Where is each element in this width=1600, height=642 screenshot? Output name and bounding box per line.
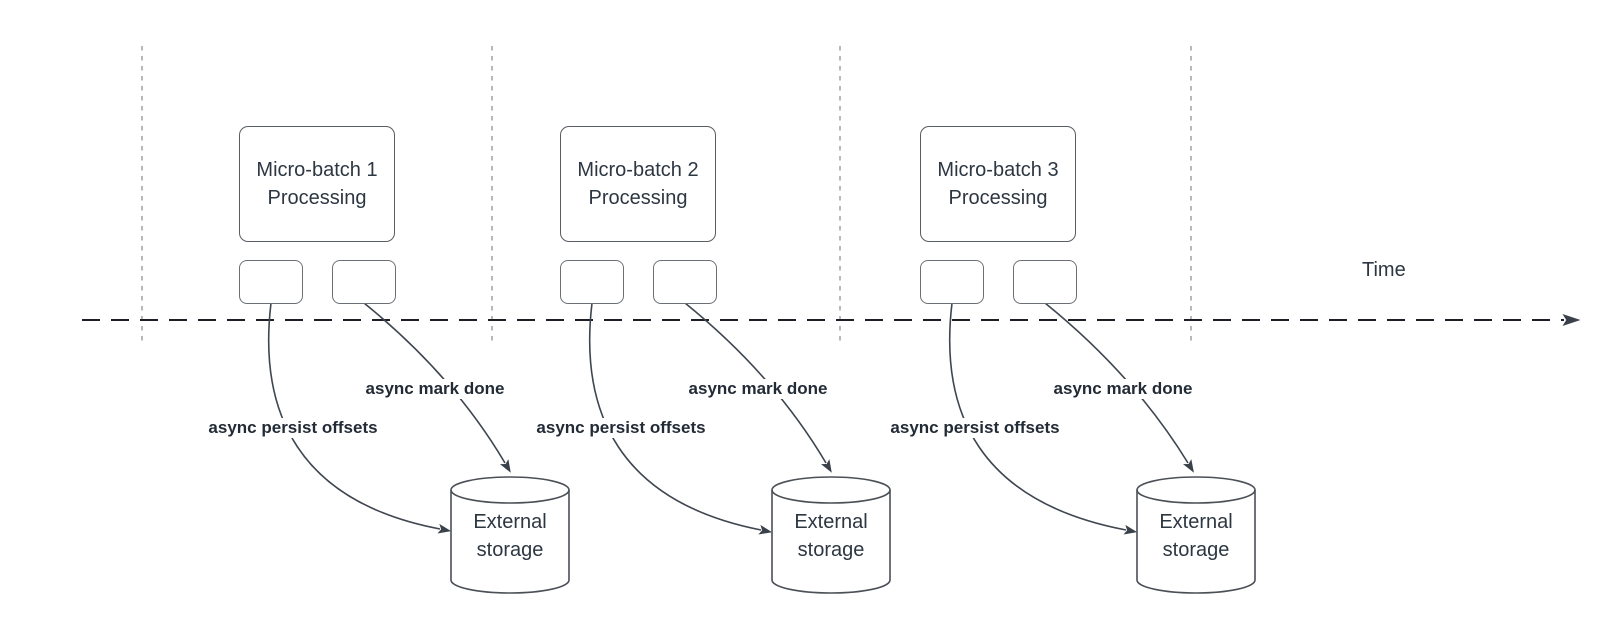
external-storage-label-1: External storage (473, 511, 547, 561)
micro-batch-1-done-box (332, 260, 396, 304)
mark-done-label-3: async mark done (1050, 379, 1196, 399)
micro-batch-2-processing-box: Micro-batch 2 Processing (560, 126, 716, 242)
external-storage-label-3: External storage (1159, 511, 1233, 561)
persist-offsets-arrow-1 (267, 302, 452, 534)
micro-batch-1-offsets-box (239, 260, 303, 304)
micro-batch-3-processing-box: Micro-batch 3 Processing (920, 126, 1076, 242)
persist-offsets-arrow-3 (948, 302, 1138, 535)
persist-offsets-label-3: async persist offsets (887, 418, 1063, 438)
mark-done-label-1: async mark done (362, 379, 508, 399)
micro-batch-2-done-box (653, 260, 717, 304)
micro-batch-3-offsets-box (920, 260, 984, 304)
persist-offsets-arrow-2 (588, 302, 773, 535)
external-storage-label-2: External storage (794, 511, 868, 561)
storage-cylinder-3 (1136, 476, 1256, 594)
micro-batch-2-offsets-box (560, 260, 624, 304)
storage-cylinder-1 (450, 476, 570, 594)
time-axis-label: Time (1362, 259, 1406, 281)
persist-offsets-label-1: async persist offsets (205, 418, 381, 438)
micro-batch-1-processing-box: Micro-batch 1 Processing (239, 126, 395, 242)
mark-done-label-2: async mark done (685, 379, 831, 399)
persist-offsets-label-2: async persist offsets (533, 418, 709, 438)
storage-cylinder-2 (771, 476, 891, 594)
micro-batch-3-done-box (1013, 260, 1077, 304)
